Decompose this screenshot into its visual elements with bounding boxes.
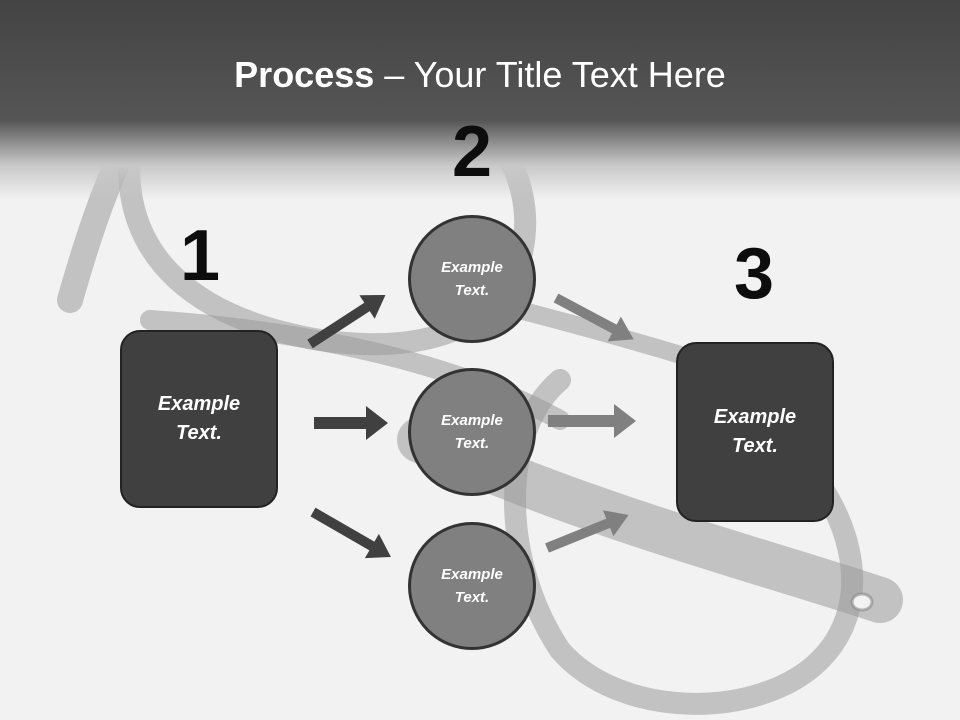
step-2-circle-middle: Example Text. <box>408 368 536 496</box>
step-number-3: 3 <box>733 234 775 314</box>
step-number-2: 2 <box>451 112 493 192</box>
title-bold: Process <box>234 54 375 95</box>
circle-top-text: Example Text. <box>441 259 503 299</box>
title-rest: – Your Title Text Here <box>374 54 726 95</box>
step-number-1: 1 <box>179 216 221 296</box>
circle-bottom-text: Example Text. <box>441 566 503 606</box>
header-bar <box>0 0 960 200</box>
step-3-text: Example Text. <box>713 406 797 457</box>
step-1-text: Example Text. <box>157 393 241 444</box>
step-2-circle-top: Example Text. <box>408 215 536 343</box>
slide-title: Process – Your Title Text Here <box>0 52 960 98</box>
circle-middle-text: Example Text. <box>441 412 503 452</box>
step-3-box: Example Text. <box>676 342 834 522</box>
step-2-circle-bottom: Example Text. <box>408 522 536 650</box>
step-1-box: Example Text. <box>120 330 278 508</box>
